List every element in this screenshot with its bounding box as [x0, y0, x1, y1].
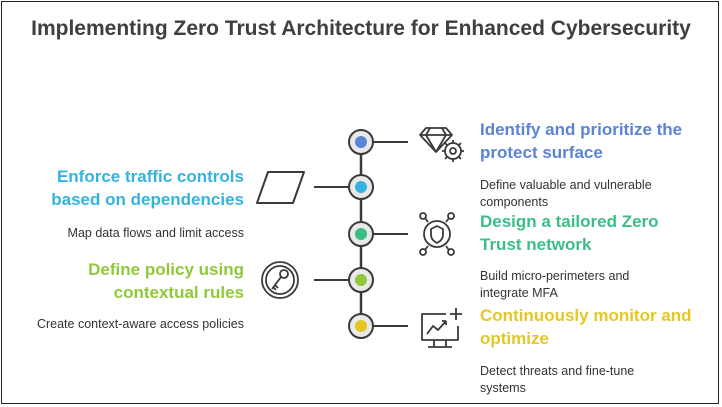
- key-icon: [261, 261, 299, 299]
- node-2: [348, 174, 374, 200]
- page-title: Implementing Zero Trust Architecture for…: [31, 17, 691, 40]
- node-5: [348, 313, 374, 339]
- step-4-description: Create context-aware access policies: [36, 317, 244, 331]
- step-1-description: Define valuable and vulnerable component…: [480, 178, 652, 209]
- node-4: [348, 267, 374, 293]
- step-3-description: Build micro-perimeters and integrate MFA: [480, 269, 630, 300]
- shield-network-icon: [419, 212, 455, 256]
- step-3-title: Design a tailored Zero Trust network: [480, 212, 659, 254]
- step-4-title: Define policy using contextual rules: [88, 260, 244, 302]
- step-5-description: Detect threats and fine-tune systems: [480, 364, 635, 395]
- monitor-chart-icon: [421, 308, 462, 348]
- step-5-title: Continuously monitor and optimize: [480, 306, 692, 348]
- node-1: [348, 129, 374, 155]
- step-1-title: Identify and prioritize the protect surf…: [480, 120, 683, 162]
- parallelogram-icon: [256, 171, 305, 204]
- step-2-description: Map data flows and limit access: [67, 226, 244, 240]
- node-3: [348, 221, 374, 247]
- step-2-title: Enforce traffic controls based on depend…: [51, 167, 244, 209]
- diamond-gear-icon: [419, 127, 464, 162]
